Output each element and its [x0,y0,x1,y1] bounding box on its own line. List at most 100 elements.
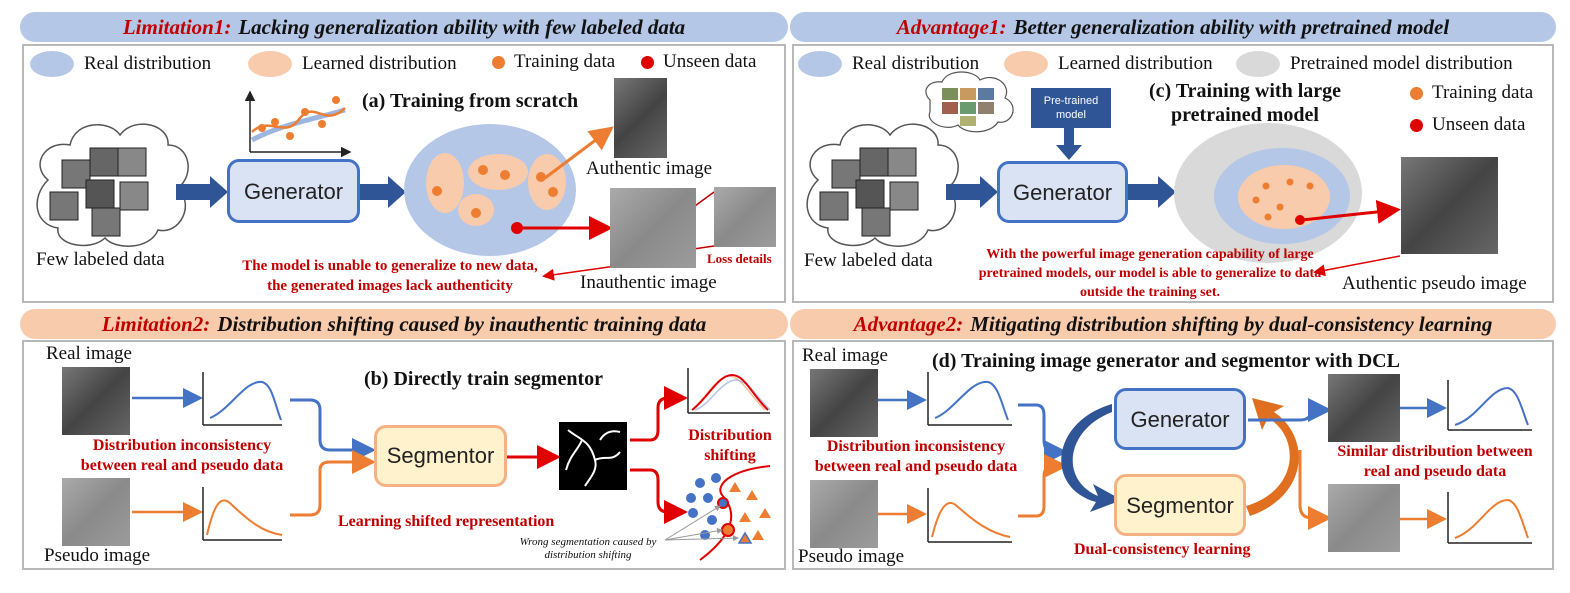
arrow-pseudo-to-center-d [1018,454,1068,518]
real-curve-plot-b [202,372,282,426]
legend-training-label: Training data [514,51,616,72]
advantage2-text: Mitigating distribution shifting by dual… [970,311,1493,336]
panel-a-frame [22,44,786,303]
dcl-curved-arrow-blue [1061,404,1122,512]
real-image-label-b: Real image [46,343,132,364]
pretrained-label-2: model [1056,109,1086,121]
real-distribution-swatch [798,51,842,77]
wrong-segmentation-scatter [664,465,771,561]
segmentor-label-d: Segmentor [1126,493,1234,518]
arrow-cloud-to-generator-c [946,176,998,208]
note-c-line1: With the powerful image generation capab… [986,247,1314,262]
legend-real-a: Real distribution [30,51,211,77]
limitation1-banner: Limitation1: Lacking generalization abil… [20,12,788,42]
wrong-seg-line1: Wrong segmentation caused by [519,536,657,548]
legend-learned-label: Learned distribution [1058,53,1213,74]
legend-training-a: Training data [492,51,615,73]
advantage1-banner: Advantage1: Better generalization abilit… [790,12,1556,42]
distribution-c [1174,123,1362,263]
generator-label-a: Generator [243,179,344,204]
inconsistency-b-line1: Distribution inconsistency [92,437,272,454]
legend-unseen-label: Unseen data [1432,114,1526,135]
pretrained-model-box: Pre-trained model [1031,88,1111,128]
real-curve-plot-d [927,372,1012,426]
training-data-dot [492,55,505,69]
legend-learned-c: Learned distribution [1004,51,1213,77]
limitation1-prefix: Limitation1: [122,14,232,39]
pseudo-image-d [810,480,878,548]
note-c: With the powerful image generation capab… [950,245,1350,302]
generator-label-d: Generator [1130,407,1230,432]
dcl-label: Dual-consistency learning [1074,541,1251,558]
pretrained-distribution-swatch [1236,51,1280,77]
training-data-dot [1410,86,1423,100]
panel-d-frame [792,340,1554,570]
shifting-line2: shifting [704,447,756,464]
cloud-a [36,123,189,247]
arrow-pseudo-to-segmentor-b [290,450,376,517]
authentic-label-a: Authentic image [586,158,713,179]
output-curve-bottom-d [1447,492,1532,544]
output-image-bottom-d [1328,484,1400,552]
panel-c-title: (c) Training with large pretrained model [1130,79,1360,127]
arrow-to-authentic-a [544,126,614,180]
legend-unseen-c: Unseen data [1410,114,1525,136]
limitation2-text: Distribution shifting caused by inauthen… [217,311,707,336]
arrow-generator-to-distribution-a [358,176,406,208]
unseen-data-dot [641,55,654,69]
arrow-to-shifting-plot [630,386,688,442]
inconsistency-d-line1: Distribution inconsistency [826,438,1006,455]
panel-b-title: (b) Directly train segmentor [364,368,604,390]
learning-shifted-label: Learning shifted representation [338,513,555,530]
few-labeled-label-a: Few labeled data [36,249,165,270]
wrong-seg-note: Wrong segmentation caused by distributio… [508,536,668,562]
panel-d-title: (d) Training image generator and segment… [932,350,1400,372]
arrow-generator-to-distribution-c [1128,176,1176,208]
panel-c-title-line2: pretrained model [1171,104,1319,126]
pseudo-image-b [62,478,130,546]
advantage1-prefix: Advantage1: [896,14,1007,39]
dcl-curved-arrow-orange [1246,398,1299,516]
segmentor-box-b: Segmentor [374,425,507,487]
vessel-mask [559,422,627,490]
pseudo-curve-plot-d [927,488,1012,543]
generator-box-d: Generator [1114,388,1246,450]
limitation2-prefix: Limitation2: [101,311,211,336]
inauthentic-image-a [610,188,696,268]
panel-c-frame [792,44,1554,303]
limitation2-banner: Limitation2: Distribution shifting cause… [20,309,788,339]
authentic-pseudo-label: Authentic pseudo image [1342,273,1527,294]
segmentor-label-b: Segmentor [386,443,495,468]
advantage2-prefix: Advantage2: [853,311,964,336]
wrong-seg-line2: distribution shifting [544,549,632,561]
loss-details-label: Loss details [707,251,772,266]
generator-box-a: Generator [227,159,360,223]
similar-note-d: Similar distribution between real and ps… [1320,442,1550,482]
note-a-line2: the generated images lack authenticity [267,278,513,294]
real-image-label-d: Real image [802,345,888,366]
inconsistency-b-line2: between real and pseudo data [80,457,284,474]
legend-real-c: Real distribution [798,51,979,77]
pretrained-label-1: Pre-trained [1043,95,1099,107]
real-image-d [810,369,878,437]
shifting-note: Distribution shifting [670,426,790,466]
arrow-to-wrong-seg [630,468,688,524]
arrow-to-bottom-output-d [1298,450,1332,530]
legend-real-label: Real distribution [852,53,980,74]
output-curve-top-d [1447,380,1532,431]
advantage1-text: Better generalization ability with pretr… [1013,14,1450,39]
legend-unseen-label: Unseen data [663,51,757,72]
unseen-data-dot [1410,118,1423,132]
legend-real-label: Real distribution [84,53,212,74]
legend-training-c: Training data [1410,82,1533,104]
real-image-b [62,367,130,435]
legend-pretrained-label: Pretrained model distribution [1290,53,1513,74]
legend-unseen-a: Unseen data [641,51,756,73]
limitation1-text: Lacking generalization ability with few … [238,14,686,39]
authentic-pseudo-image [1401,157,1498,254]
arrow-note-c [1313,255,1401,277]
arrow-real-to-segmentor-b [290,398,376,462]
advantage2-banner: Advantage2: Mitigating distribution shif… [790,309,1556,339]
legend-pretrained-c: Pretrained model distribution [1236,51,1513,77]
